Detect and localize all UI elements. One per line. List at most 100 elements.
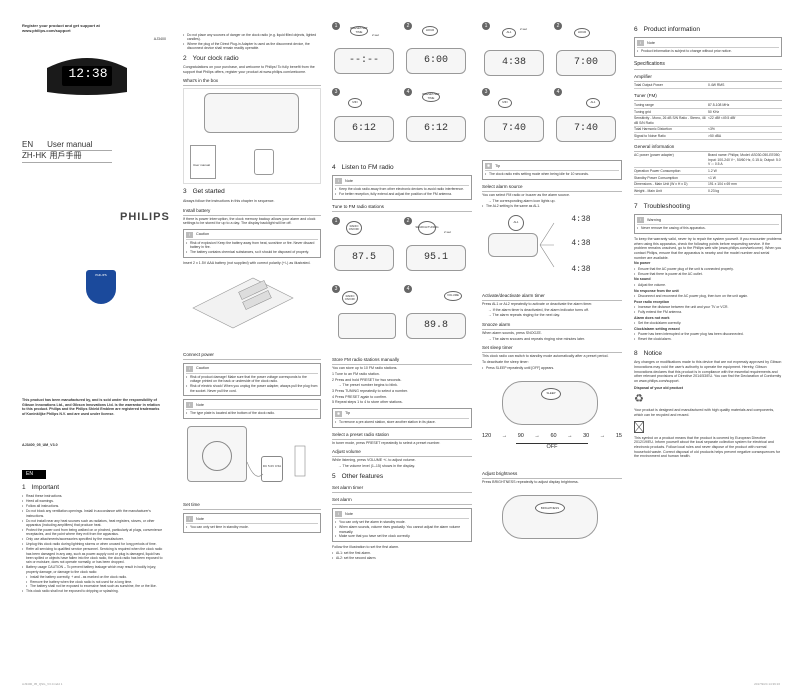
trouble-title: Alarm does not work bbox=[634, 315, 670, 320]
lcd-display: 89.8 bbox=[423, 320, 448, 332]
list-item: Power has been interrupted or the power … bbox=[634, 332, 782, 337]
notice-text: Any changes or modifications made to thi… bbox=[634, 360, 782, 383]
tip-box: ✱Tip To remove a pre-stored station, sto… bbox=[332, 407, 472, 428]
activate-alarm-heading: Activate/deactivate alarm timer bbox=[482, 293, 622, 302]
step-number: 4 bbox=[404, 285, 412, 294]
sleep-sequence: 120→ 90→ 60→ 30→ 15 bbox=[482, 432, 622, 439]
table-row: Standby Power Consumption<1 W bbox=[634, 174, 782, 182]
caution-box: !Caution Risk of product damage! Make su… bbox=[183, 362, 321, 397]
tuner-heading: Tuner (FM) bbox=[634, 93, 782, 102]
tune-step-4: 4 VOLUME 89.8 bbox=[404, 285, 469, 340]
table-row: Signal to Noise Ratio>50 dBA bbox=[634, 132, 782, 140]
radio-on-off-button[interactable]: RADIO ON/OFF bbox=[342, 291, 358, 306]
clock-radio-outline: 89.8 bbox=[406, 313, 466, 340]
adjust-volume-heading: Adjust volume bbox=[332, 449, 472, 458]
lcd-display: 7:40 bbox=[573, 123, 598, 134]
lcd-display: 4:38 bbox=[571, 215, 591, 225]
min-button[interactable]: MIN bbox=[348, 98, 362, 108]
list-item: AL2: set the second alarm. bbox=[332, 556, 472, 561]
caution-icon: ! bbox=[186, 365, 193, 372]
snooze-subtext: → The alarm snoozes and repeats ringing … bbox=[488, 336, 586, 341]
sleep-timer-subtext: To deactivate the sleep timer: bbox=[482, 360, 529, 365]
recycle-icon: ♻ bbox=[634, 393, 644, 406]
tune-step-2: 2 SEARCH/TUNING 2 sec 95.1 bbox=[404, 217, 469, 272]
list-item: The clock radio exits setting mode when … bbox=[485, 172, 619, 177]
sleep-off-label: OFF bbox=[516, 442, 588, 451]
store-stations-heading: Store FM radio stations manually bbox=[332, 357, 472, 366]
whats-in-box-heading: What's in the box bbox=[183, 78, 321, 87]
preset-set-time-button[interactable]: PRESET/SET TIME bbox=[350, 26, 368, 36]
important-list: Read these instructions. Heed all warnin… bbox=[22, 494, 166, 594]
clock-radio-outline: --:-- bbox=[334, 48, 394, 74]
list-item: Unplug this clock radio during lightning… bbox=[22, 542, 166, 547]
list-item: Increase the distance between the unit a… bbox=[634, 305, 782, 310]
hold-duration: 2 sec bbox=[520, 27, 528, 31]
list-item: Follow all instructions. bbox=[22, 504, 166, 509]
preset-set-time-button[interactable]: PRESET/SET TIME bbox=[422, 92, 440, 102]
radio-on-off-button[interactable]: RADIO ON/OFF bbox=[346, 221, 362, 236]
select-preset-heading: Select a preset radio station bbox=[332, 432, 472, 440]
hour-button[interactable]: HOUR bbox=[574, 28, 590, 38]
select-preset-text: In tuner mode, press PRESET repeatedly t… bbox=[332, 440, 441, 445]
insert-battery-text: Insert 2 x 1.5V AAA battery (not supplie… bbox=[183, 261, 311, 266]
crossed-bin-icon bbox=[634, 420, 645, 433]
list-item: Product information is subject to change… bbox=[637, 49, 779, 54]
connect-power-heading: Connect power bbox=[183, 352, 321, 360]
sleep-button[interactable]: SLEEP bbox=[541, 387, 561, 400]
disposal-heading: Disposal of your old product bbox=[634, 385, 683, 390]
list-item: This clock radio shall not be exposed to… bbox=[22, 589, 166, 594]
step-text: 3 Press TUNING repeatedly to select a nu… bbox=[332, 388, 409, 393]
shield-brand: PHILIPS bbox=[95, 273, 107, 277]
lang-label: 用戶手冊 bbox=[49, 151, 82, 161]
al1-button[interactable]: AL1 bbox=[502, 28, 516, 38]
sleep-value: 30 bbox=[583, 432, 590, 439]
alarm-step-4: 4 AL1 7:40 bbox=[554, 88, 619, 143]
hour-button[interactable]: HOUR bbox=[422, 26, 438, 36]
caution-label: Caution bbox=[196, 232, 210, 237]
philips-logo: PHILIPS bbox=[120, 211, 170, 223]
list-item: Protect the power cord from being walked… bbox=[22, 528, 166, 537]
tune-fm-heading: Tune to FM radio stations bbox=[332, 204, 472, 213]
power-illustration: DC 5.0V 0.5A bbox=[183, 422, 321, 498]
lcd-display: 95.1 bbox=[423, 252, 448, 264]
list-item: Risk of product damage! Make sure that t… bbox=[186, 375, 318, 384]
hold-duration: 2 sec bbox=[444, 230, 452, 235]
volume-subtext: → The volume level (1–15) shows in the d… bbox=[338, 464, 415, 469]
list-item: The type plate is located at the bottom … bbox=[186, 411, 318, 416]
clock-radio-outline: 6:00 bbox=[406, 48, 466, 74]
alarm-step-3: 3 MIN 7:40 bbox=[482, 88, 547, 143]
volume-button[interactable]: VOLUME bbox=[444, 291, 462, 302]
specifications-heading: Specifications bbox=[634, 61, 782, 70]
note-icon: i bbox=[335, 511, 342, 518]
list-item: Do not install near any heat sources suc… bbox=[22, 519, 166, 528]
snooze-heading: Snooze alarm bbox=[482, 322, 622, 331]
list-item: Heed all warnings. bbox=[22, 499, 166, 504]
brightness-illustration: BRIGHTNESS bbox=[482, 485, 622, 545]
footer-timestamp: 2017/9/24 14:39:16 bbox=[754, 682, 780, 687]
clock-radio-outline bbox=[488, 233, 538, 258]
clock-radio-outline: 7:40 bbox=[556, 116, 616, 142]
sleep-value: 60 bbox=[550, 432, 557, 439]
al1-button[interactable]: AL1 bbox=[508, 215, 524, 232]
user-manual-label: User manual bbox=[193, 163, 211, 168]
brightness-button[interactable]: BRIGHTNESS bbox=[535, 502, 565, 515]
list-item: Keep the clock radio away from other ele… bbox=[335, 187, 469, 192]
step-number: 2 bbox=[404, 217, 412, 226]
al1-button[interactable]: AL1 bbox=[586, 98, 600, 108]
set-time-step-4: 4 PRESET/SET TIME 6:12 bbox=[404, 88, 469, 143]
list-item: You can only set time in standby mode. bbox=[186, 525, 318, 530]
list-item: The AL2 setting is the same as AL1. bbox=[482, 204, 622, 209]
alarm-source-illustration: AL1 4:38 4:38 4:38 bbox=[482, 209, 622, 289]
register-text: Register your product and get support at… bbox=[22, 23, 100, 34]
step-number: 1 bbox=[332, 217, 340, 226]
search-tuning-button[interactable]: SEARCH/TUNING bbox=[415, 221, 439, 236]
min-button[interactable]: MIN bbox=[498, 98, 512, 108]
caution-icon: ! bbox=[186, 231, 193, 238]
step-number: 4 bbox=[554, 88, 562, 96]
